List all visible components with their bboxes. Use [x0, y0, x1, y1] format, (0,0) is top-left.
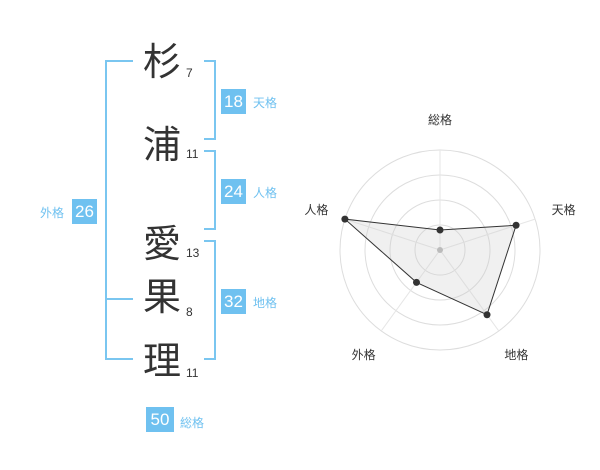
gaikaku-bracket-tick	[105, 298, 133, 300]
jinkaku-value: 24	[221, 179, 246, 204]
tenkaku-bracket	[204, 60, 216, 140]
chikaku-bracket	[204, 240, 216, 360]
radar-label-3: 地格	[504, 347, 528, 362]
radar-point-5	[341, 215, 349, 223]
jinkaku-bracket	[204, 150, 216, 230]
tenkaku-value: 18	[221, 89, 246, 114]
radar-points	[341, 215, 520, 319]
gaikaku-bracket	[105, 60, 133, 360]
radar-point-2	[512, 221, 520, 229]
radar-center-dot	[437, 247, 443, 253]
name-char-4: 果	[142, 275, 181, 319]
radar-area	[343, 218, 517, 316]
stroke-count-3: 13	[186, 246, 200, 260]
radar-point-1	[436, 226, 444, 234]
radar-point-4	[412, 278, 420, 286]
radar-label-2: 天格	[552, 202, 576, 217]
radar-label-4: 外格	[352, 347, 376, 362]
stroke-count-4: 8	[186, 305, 193, 319]
radar-point-3	[483, 311, 491, 319]
soukaku-value: 50	[146, 407, 174, 432]
name-char-3: 愛	[142, 222, 181, 266]
gaikaku-value: 26	[72, 199, 97, 224]
name-char-1: 杉	[142, 40, 181, 84]
radar-label-5: 人格	[304, 202, 328, 217]
name-char-2: 浦	[142, 123, 181, 167]
chikaku-label: 地格	[253, 296, 278, 310]
name-char-5: 理	[142, 339, 181, 383]
stroke-count-2: 11	[186, 147, 199, 161]
stroke-count-5: 11	[186, 366, 199, 380]
stroke-count-1: 7	[186, 66, 193, 80]
radar-spoke-5	[344, 218, 441, 251]
jinkaku-label: 人格	[253, 186, 278, 200]
gaikaku-label: 外格	[40, 206, 65, 220]
radar-spoke-4	[380, 249, 441, 332]
chikaku-value: 32	[221, 289, 246, 314]
tenkaku-label: 天格	[253, 96, 278, 110]
soukaku-label: 総格	[180, 416, 205, 430]
radar-label-1: 総格	[428, 112, 452, 127]
